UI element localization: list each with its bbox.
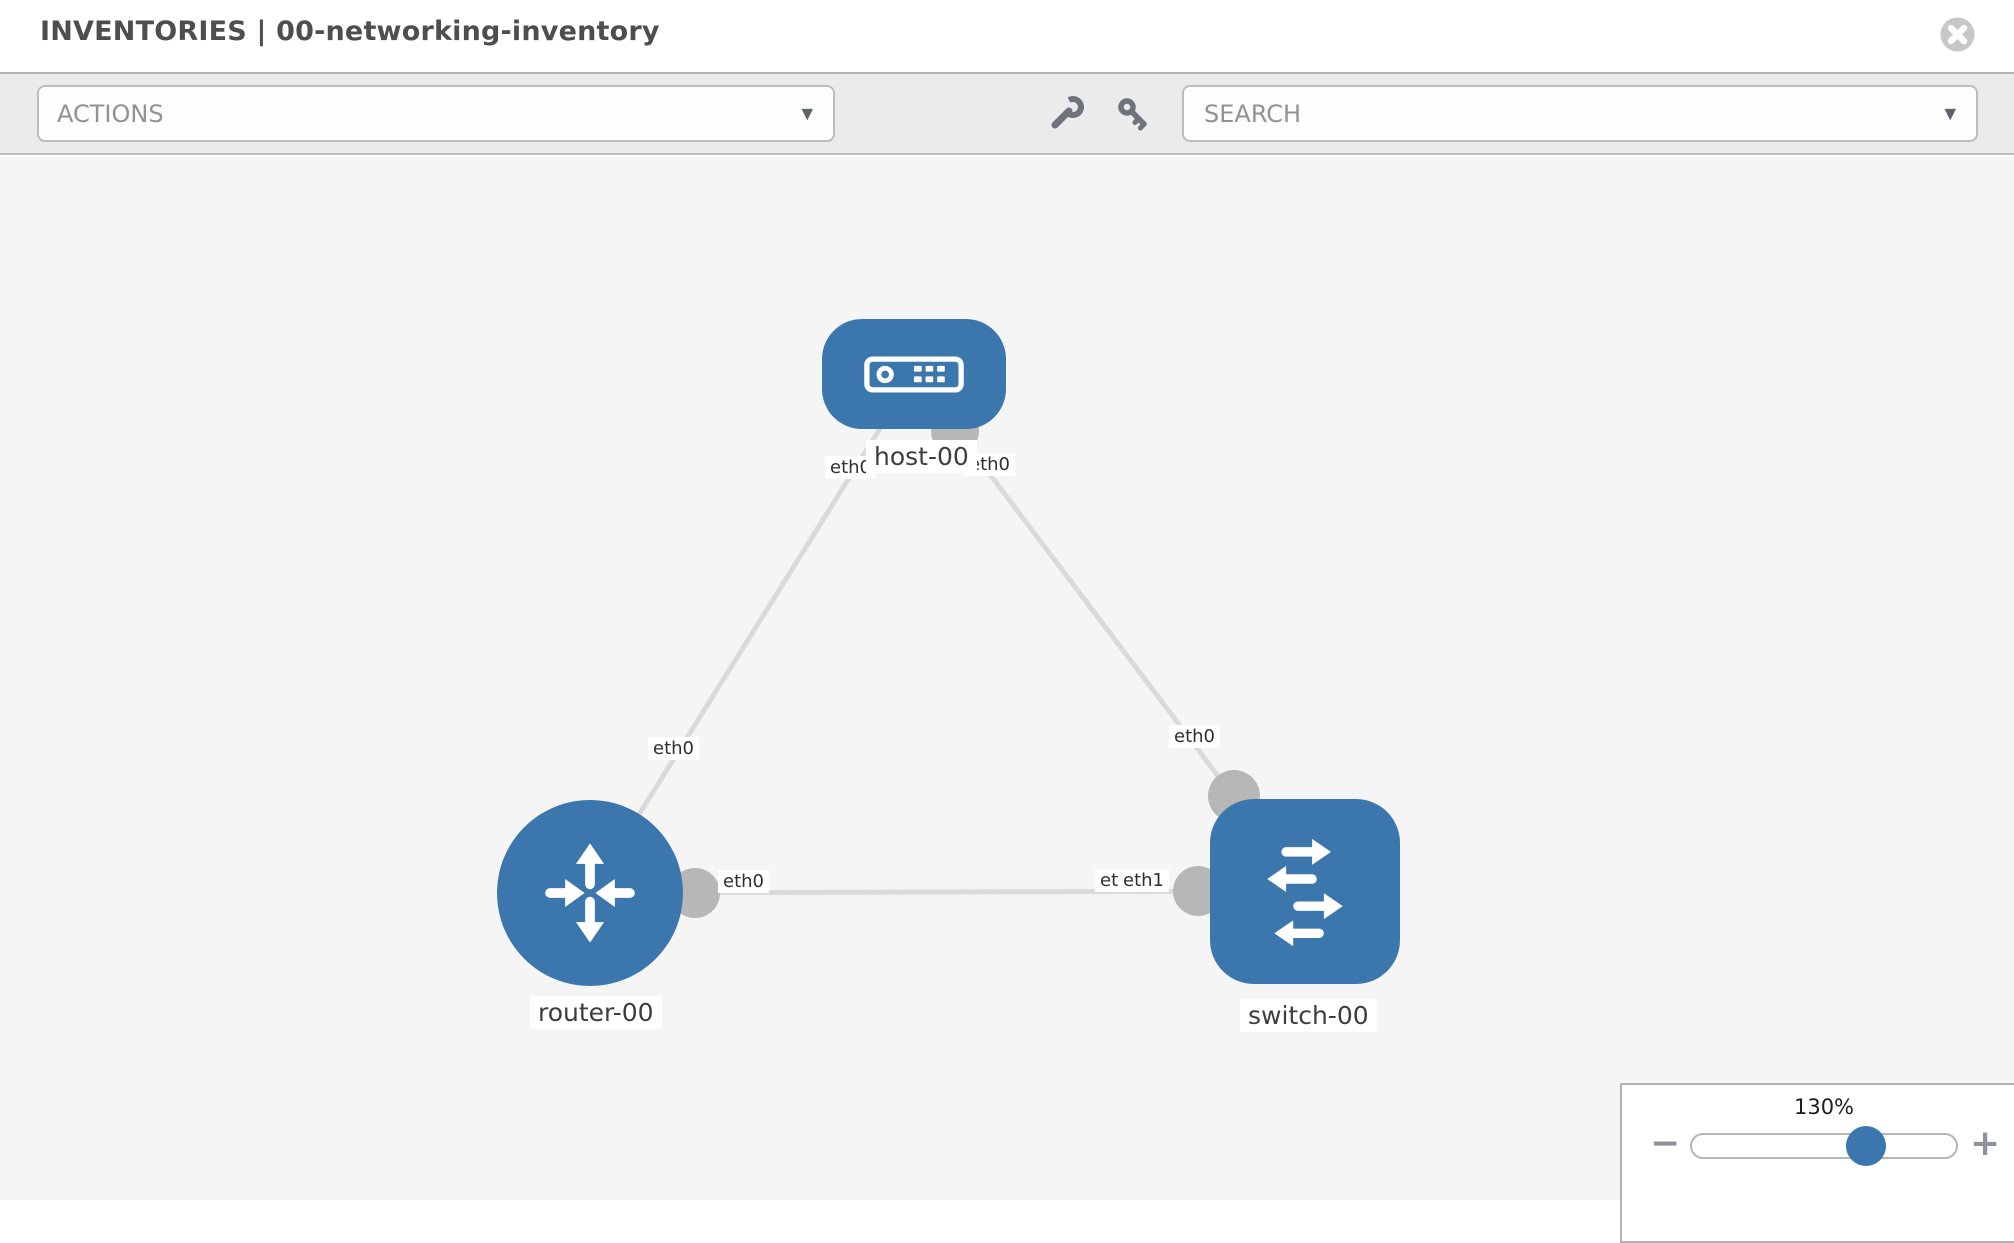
node-router-00[interactable] [497,800,683,986]
interface-label: eth1 [1118,869,1169,892]
actions-dropdown[interactable]: ACTIONS ▼ [37,85,835,142]
topology-links [587,372,1307,896]
chevron-down-icon: ▼ [801,104,813,123]
node-host-00[interactable] [822,319,1006,429]
node-switch-00[interactable] [1210,799,1400,984]
interface-label: eth0 [1169,725,1220,748]
search-box[interactable]: ▼ [1182,85,1978,142]
zoom-control-panel: 130% − + [1620,1083,2014,1243]
node-label-host: host-00 [866,440,977,473]
search-input[interactable] [1202,98,1902,129]
interface-label: eth0 [648,737,699,760]
wrench-icon[interactable] [1046,94,1086,138]
topology-canvas[interactable]: eth0 eth0 eth0 eth0 eth0 eth0 eth1 host-… [0,157,2014,1243]
node-label-switch: switch-00 [1240,999,1377,1032]
zoom-in-button[interactable]: + [1970,1123,2001,1164]
zoom-out-button[interactable]: − [1650,1123,1681,1164]
interface-label: eth0 [718,870,769,893]
host-icon [864,355,964,393]
key-icon[interactable] [1114,95,1154,139]
zoom-level-value: 130% [1793,1095,1855,1119]
interface-label: eth0 [825,456,876,479]
node-label-router: router-00 [530,996,662,1029]
switch-icon [1267,838,1343,946]
header: INVENTORIES | 00-networking-inventory [0,0,2014,74]
router-icon [545,843,635,943]
actions-dropdown-label: ACTIONS [57,99,164,128]
chevron-down-icon: ▼ [1944,104,1956,123]
zoom-slider-handle[interactable] [1846,1126,1886,1166]
zoom-slider-track[interactable] [1690,1133,1958,1159]
close-icon[interactable] [1939,16,1976,53]
page-title: INVENTORIES | 00-networking-inventory [40,16,660,47]
toolbar: ACTIONS ▼ ▼ [0,74,2014,155]
